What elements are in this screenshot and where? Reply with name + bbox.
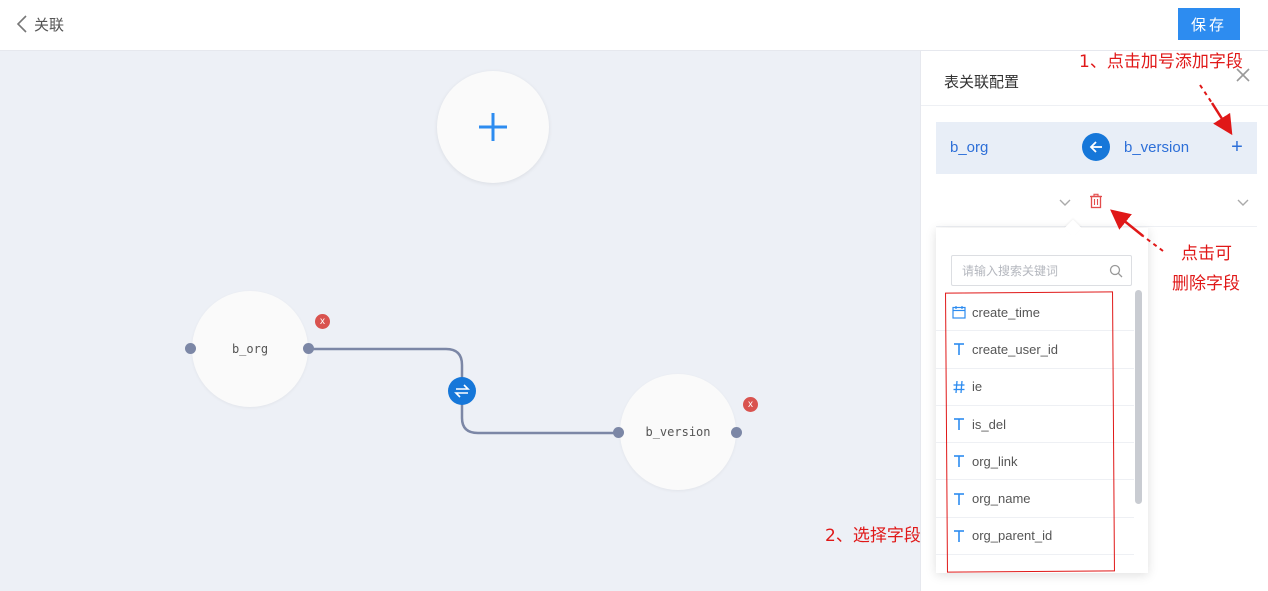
node-label: b_org — [231, 342, 269, 356]
annotation-delete-line1: 点击可 — [1181, 244, 1232, 264]
remove-node-button[interactable]: x — [743, 397, 758, 412]
number-type-icon — [953, 380, 965, 393]
list-item[interactable]: create_user_id — [936, 331, 1134, 369]
field-name: org_parent_id — [972, 528, 1053, 544]
field-selection-highlight — [945, 291, 1115, 573]
field-name: create_user_id — [972, 341, 1058, 357]
annotation-step2: 2、选择字段 — [825, 526, 921, 546]
join-direction-button[interactable] — [1082, 133, 1110, 161]
swap-arrows-icon — [454, 384, 470, 398]
page-title: 关联 — [34, 16, 65, 34]
relation-header: b_org b_version + — [936, 122, 1257, 174]
field-name: ie — [972, 379, 983, 395]
node-port-left[interactable] — [185, 343, 196, 354]
scrollbar[interactable] — [1135, 290, 1142, 504]
annotation-step1: 1、点击加号添加字段 — [1079, 52, 1243, 72]
left-table-name: b_org — [950, 139, 989, 156]
table-node-b-version[interactable]: b_version — [620, 374, 736, 490]
right-table-name: b_version — [1124, 139, 1190, 156]
trash-icon[interactable] — [1088, 193, 1104, 209]
add-field-button[interactable]: + — [1231, 136, 1243, 158]
field-name: org_name — [972, 491, 1031, 507]
field-mapping-row — [936, 177, 1257, 227]
close-icon[interactable] — [1233, 65, 1253, 85]
add-table-button[interactable] — [437, 71, 549, 183]
list-item[interactable]: org_link — [936, 443, 1134, 481]
search-icon — [1109, 264, 1123, 278]
relation-config-panel: 表关联配置 b_org b_version + — [920, 51, 1268, 591]
divider — [921, 105, 1268, 106]
node-port-right[interactable] — [303, 343, 314, 354]
arrow-left-icon — [1089, 141, 1102, 153]
text-type-icon — [954, 455, 964, 468]
list-item[interactable]: ie — [936, 369, 1134, 406]
relation-canvas[interactable]: b_org x b_version x — [0, 51, 920, 591]
field-dropdown: create_time create_user_id — [936, 219, 1148, 573]
list-item[interactable]: org_name — [936, 480, 1134, 518]
node-label: b_version — [645, 425, 711, 439]
chevron-left-icon — [16, 15, 27, 33]
chevron-down-icon[interactable] — [1236, 195, 1250, 209]
save-button[interactable]: 保存 — [1178, 8, 1240, 40]
relation-link — [309, 347, 619, 435]
join-type-button[interactable] — [448, 377, 476, 405]
node-port-left[interactable] — [613, 427, 624, 438]
chevron-down-icon[interactable] — [1058, 195, 1072, 209]
back-button[interactable]: 关联 — [14, 12, 64, 36]
panel-title: 表关联配置 — [944, 74, 1020, 91]
node-port-right[interactable] — [731, 427, 742, 438]
field-name: is_del — [972, 416, 1006, 432]
annotation-delete-line2: 删除字段 — [1172, 274, 1240, 294]
text-type-icon — [954, 418, 964, 431]
top-header: 关联 保存 — [0, 0, 1268, 51]
list-item[interactable]: org_parent_id — [936, 518, 1134, 556]
text-type-icon — [954, 492, 964, 505]
search-input[interactable] — [951, 255, 1132, 286]
table-node-b-org[interactable]: b_org — [192, 291, 308, 407]
list-item[interactable]: create_time — [936, 294, 1134, 332]
calendar-icon — [952, 306, 966, 319]
field-name: org_link — [972, 453, 1018, 469]
remove-node-button[interactable]: x — [315, 314, 330, 329]
plus-icon — [479, 113, 507, 141]
text-type-icon — [954, 343, 964, 356]
field-name: create_time — [972, 304, 1040, 320]
text-type-icon — [954, 530, 964, 542]
field-list: create_time create_user_id — [936, 294, 1134, 573]
list-item[interactable]: is_del — [936, 406, 1134, 444]
